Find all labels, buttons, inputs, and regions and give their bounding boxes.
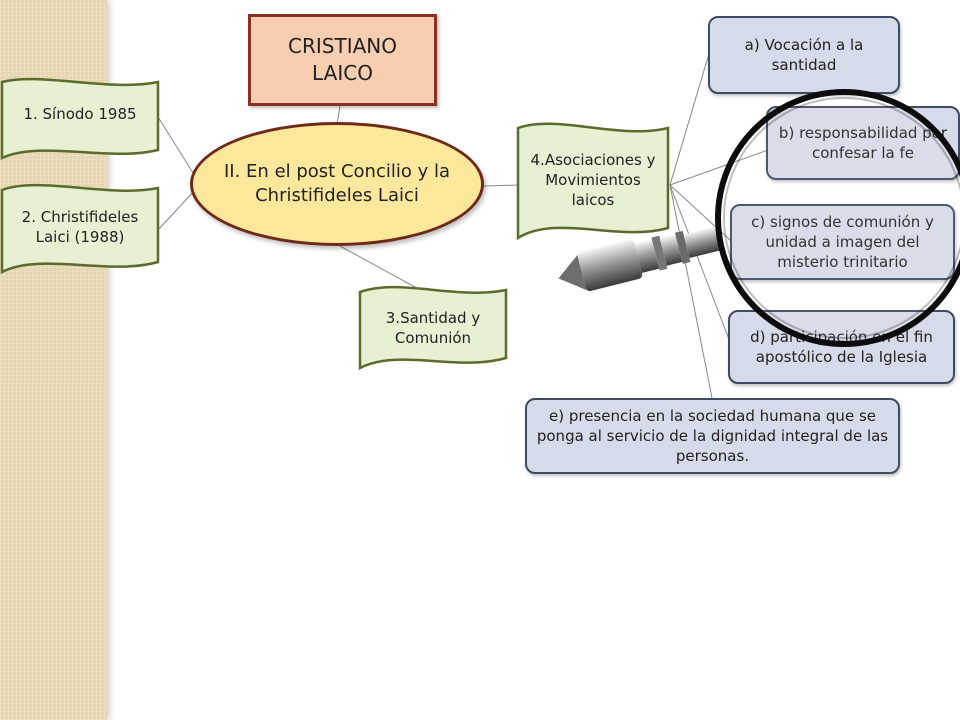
connector-e (669, 184, 713, 399)
center-topic-oval: II. En el post Concilio y la Christifide… (190, 122, 484, 246)
criterion-c-box: c) signos de comunión y unidad a imagen … (730, 204, 955, 280)
connector-christifideles (157, 189, 196, 231)
santidad-wave-shape (358, 285, 508, 371)
sinodo-label: 1. Sínodo 1985 (23, 104, 137, 123)
connector-b (669, 149, 769, 186)
asociaciones-wave-shape (516, 122, 670, 241)
criterion-d-box: d) participación en el fin apostólico de… (728, 310, 955, 384)
christifideles-label: 2. Christifideles Laici (1988) (21, 207, 139, 246)
connector-asociaciones (483, 184, 521, 187)
asociaciones-label: 4.Asociaciones y Movimientos laicos (530, 150, 656, 210)
connector-sinodo (157, 116, 196, 177)
christifideles-wave-shape (0, 183, 160, 275)
connector-title-center (336, 105, 341, 125)
criterion-a-box: a) Vocación a la santidad (708, 16, 900, 94)
connector-d (669, 184, 731, 343)
criterion-e-box: e) presencia en la sociedad humana que s… (525, 398, 900, 474)
connector-a (669, 56, 709, 186)
criterion-b-box: b) responsabilidad por confesar la fe (766, 106, 960, 180)
sinodo-wave-shape (0, 77, 160, 160)
santidad-label: 3.Santidad y Comunión (385, 308, 481, 347)
title-box: CRISTIANO LAICO (248, 14, 437, 106)
